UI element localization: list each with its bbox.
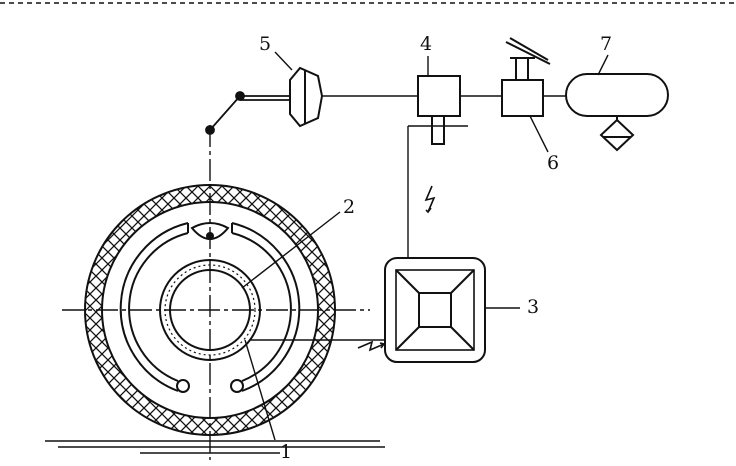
controller-box-icon (384, 257, 486, 363)
callout-4: 4 (420, 33, 432, 55)
brake-pedal-valve-icon (501, 37, 551, 117)
brake-chamber-icon (289, 66, 324, 128)
signal-wires (250, 126, 409, 341)
callout-1: 1 (280, 441, 292, 461)
callout-2: 2 (343, 196, 355, 218)
brake-linkage (205, 91, 290, 135)
center-lines (62, 125, 370, 460)
callout-5: 5 (259, 33, 271, 55)
callout-3: 3 (527, 296, 539, 318)
ground-lines (45, 440, 385, 454)
air-reservoir-icon (565, 73, 669, 152)
lightning-signal-icon (424, 185, 436, 214)
callout-6: 6 (547, 152, 559, 174)
callout-leaders (241, 51, 609, 441)
modulator-valve-icon (408, 75, 468, 145)
callout-7: 7 (600, 33, 612, 55)
lightning-signal-icon-lower (357, 340, 386, 352)
